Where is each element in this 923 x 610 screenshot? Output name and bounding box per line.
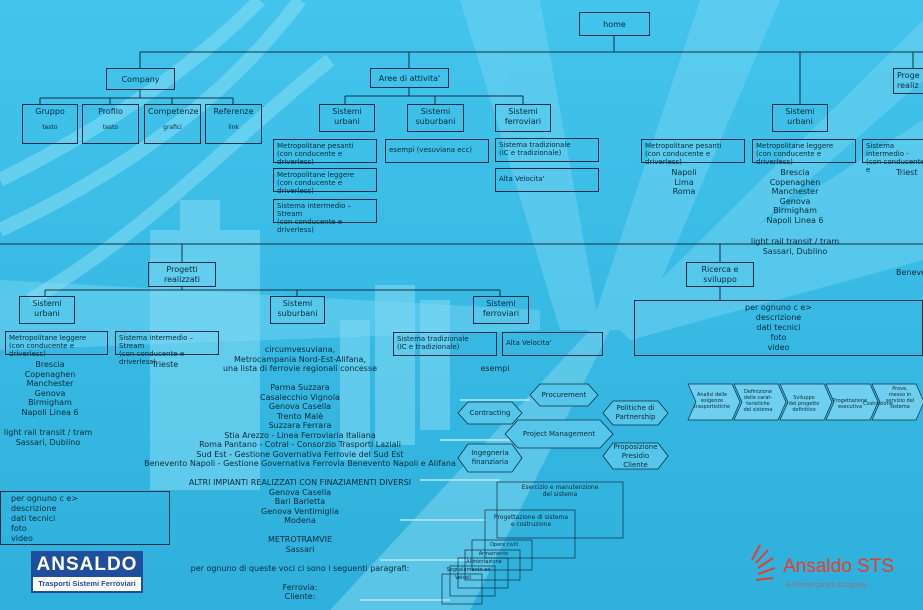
connector-lines	[0, 36, 923, 300]
aree-tradizionale[interactable]: Sistema tradizionale (IC e tradizionale)	[495, 138, 599, 162]
right-trieste: Triest	[896, 168, 918, 177]
hex-contracting-label: Contracting	[469, 409, 511, 417]
profilo-sub: testo	[102, 124, 119, 131]
progetti-extra: light rail transit / tram Sassari, Dubli…	[3, 428, 93, 447]
progetti-sistemi-ferroviari[interactable]: Sistemi ferroviari	[473, 296, 529, 324]
progetti-stream[interactable]: Sistema intermedio – Stream (con conduce…	[115, 331, 219, 366]
step-armamento: Armamento	[478, 551, 509, 557]
aree-attivita-node[interactable]: Aree di attivita'	[370, 68, 449, 88]
ansaldo-sts-logo-mark	[751, 544, 776, 581]
competenze-sub: grafici	[163, 124, 182, 131]
right-benev: Beneve	[896, 268, 923, 277]
hex-politiche	[602, 400, 669, 426]
chevron-prove: Prove, messo in servizio del sistema	[885, 386, 915, 410]
aree-stream[interactable]: Sistema intermedio – Stream (con conduce…	[273, 199, 377, 234]
right-metro-pesanti[interactable]: Metropolitane pesanti (con conducente e …	[641, 139, 745, 166]
aree-alta-velocita[interactable]: Alta Velocita'	[495, 168, 599, 192]
competenze-label: Competenze	[148, 107, 199, 116]
profilo-label: Profilo	[98, 107, 123, 116]
step-segnalamento: Segnalamento ed	[446, 567, 491, 573]
aree-metro-leggere[interactable]: Metropolitane leggere (con conducente e …	[273, 168, 377, 195]
ansaldo-logo-sub: Trasporti Sistemi Ferroviari	[38, 579, 136, 588]
progetti-sistemi-urbani[interactable]: Sistemi urbani	[19, 296, 75, 324]
referenze-label: Referenze	[213, 107, 254, 116]
gruppo-node[interactable]: Gruppo testo	[22, 104, 78, 144]
chevron-esecutiva: Progettazione esecutiva	[832, 398, 868, 410]
aree-metro-pesanti[interactable]: Metropolitane pesanti (con conducente e …	[273, 139, 377, 166]
ricerca-per-ognuno-box[interactable]: per ognuno c e> descrizione dati tecnici…	[634, 300, 923, 356]
right-sistemi-urbani[interactable]: Sistemi urbani	[772, 104, 828, 132]
hex-proposizione	[602, 442, 669, 470]
step-opere-civili: Opere civili	[489, 542, 519, 548]
step-veicoli: Veicoli	[454, 575, 472, 581]
progetti-realizzati-node[interactable]: Progetti realizzati	[148, 262, 216, 287]
aree-sistemi-ferroviari[interactable]: Sistemi ferroviari	[495, 104, 551, 132]
ricerca-sviluppo-node[interactable]: Ricerca e sviluppo	[686, 262, 754, 287]
progetti-suburbani-text: circumvesuviana, Metrocampania Nord-Est-…	[144, 345, 456, 601]
right-pesanti-cities: Napoli Lima Roma	[671, 168, 697, 196]
home-node[interactable]: home	[579, 12, 650, 36]
swoosh-shapes	[0, 0, 335, 307]
step-esercizio: Esercizio e manutenzione del sistema	[521, 484, 599, 498]
chevron-sviluppo: Sviluppo del progetto definitivo	[788, 395, 820, 413]
ansaldo-sts-name: Ansaldo STS	[783, 556, 894, 577]
hex-procurement	[529, 383, 599, 407]
gruppo-label: Gruppo	[35, 107, 65, 116]
profilo-node[interactable]: Profilo testo	[82, 104, 139, 144]
process-hexagons	[457, 383, 669, 473]
ansaldo-logo: ANSALDO Trasporti Sistemi Ferroviari	[31, 551, 143, 593]
chevron-definizione: Definizione delle carat- teristiche del …	[743, 389, 773, 413]
right-intermedio[interactable]: Sistema intermedio - (con conducente e	[862, 139, 923, 174]
right-leggere-extra: light rail transit / tram Sassari, Dubli…	[750, 237, 840, 256]
step-alimentazione: Alimentazione	[466, 559, 502, 565]
step-progettazione: Progettazione di sistema e costruzione	[493, 514, 569, 528]
referenze-sub: link	[228, 124, 239, 131]
hex-procurement-label: Procurement	[541, 391, 587, 399]
ansaldo-sts-tagline: A Finmeccanica Company	[786, 582, 868, 589]
hex-ingegneria	[457, 443, 523, 473]
aree-sistemi-suburbani[interactable]: Sistemi suburbani	[407, 104, 464, 132]
progetti-realizzati-right-node[interactable]: Proge realiz	[893, 68, 923, 94]
hex-contracting	[457, 401, 523, 425]
progetti-cities: Brescia Copenaghen Manchester Genova Bir…	[21, 360, 79, 417]
progetti-esempi: esempi	[480, 364, 510, 373]
progetti-sistemi-suburbani[interactable]: Sistemi suburbani	[270, 296, 325, 324]
progetti-per-ognuno-box[interactable]: per ognuno c e> descrizione dati tecnici…	[0, 491, 170, 545]
ansaldo-logo-main: ANSALDO	[33, 553, 141, 577]
hex-politiche-label: Politiche di Partnership	[615, 404, 656, 421]
city-silhouette	[150, 200, 450, 490]
light-beams	[0, 0, 923, 350]
chevron-costruzione: Costruzione	[863, 401, 893, 407]
progetti-metro-leggere[interactable]: Metropolitane leggere (con conducente e …	[5, 331, 108, 358]
steps-staircase	[441, 481, 624, 605]
hex-ingegneria-label: Ingegneria finanziaria	[471, 449, 509, 466]
right-leggere-cities: Brescia Copenaghen Manchester Genova Bir…	[766, 168, 824, 225]
hex-pm-label: Project Management	[522, 430, 596, 438]
chevron-process	[687, 383, 923, 421]
gruppo-sub: testo	[42, 124, 58, 131]
progetti-alta-velocita[interactable]: Alta Velocita'	[502, 332, 603, 356]
hex-proposizione-label: Proposizione Presidio Cliente	[613, 443, 658, 469]
progetti-tradizionale[interactable]: Sistema tradizionale (IC e tradizionale)	[393, 332, 497, 356]
right-metro-leggere[interactable]: Metropolitane leggere (con conducente e …	[752, 139, 856, 166]
aree-esempi-vesuviana[interactable]: esempi (vesuviana ecc)	[385, 139, 489, 163]
aree-sistemi-urbani[interactable]: Sistemi urbani	[319, 104, 375, 132]
referenze-node[interactable]: Referenze link	[205, 104, 262, 144]
competenze-node[interactable]: Competenze grafici	[144, 104, 201, 144]
hex-pm	[504, 419, 614, 449]
chevron-analisi: Analisi delle esigenze trasportistiche	[693, 392, 731, 410]
company-node[interactable]: Company	[106, 68, 175, 90]
progetti-trieste: Trieste	[151, 360, 179, 369]
